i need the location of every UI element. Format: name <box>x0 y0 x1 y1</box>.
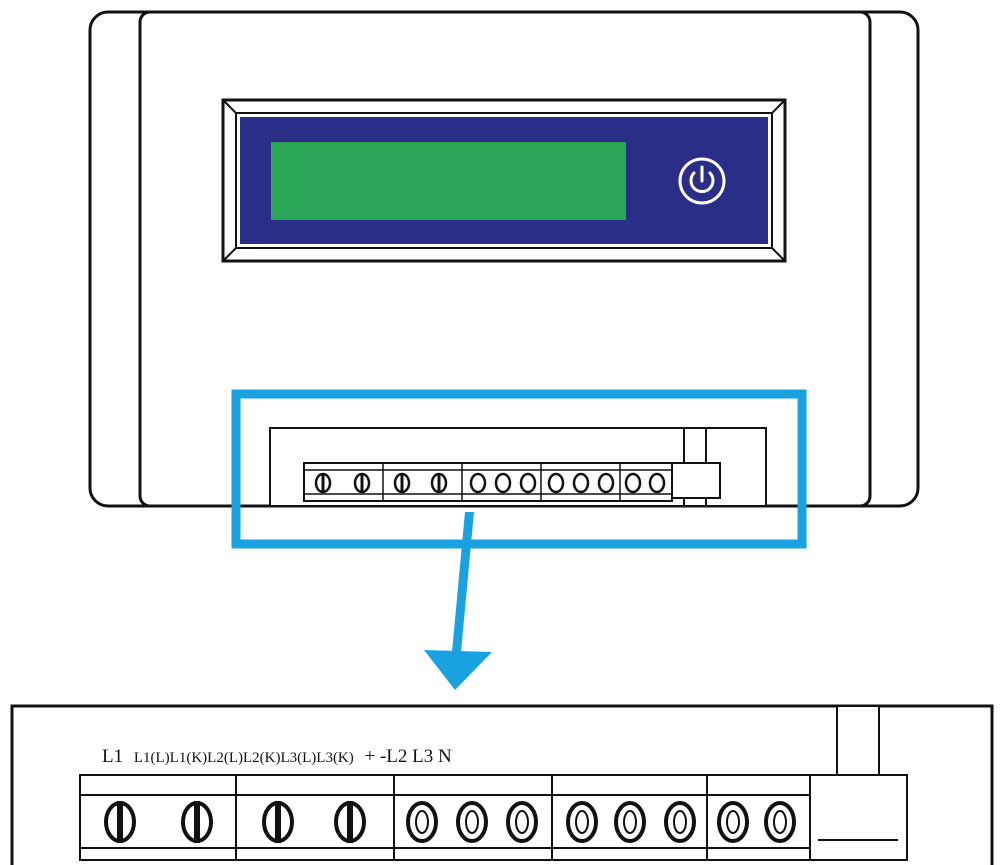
device-terminal-screw <box>393 472 411 494</box>
zoom-arrow <box>424 512 492 690</box>
terminal-screw <box>181 801 213 843</box>
terminal-screw <box>456 801 488 843</box>
device-terminal-screw <box>469 472 487 494</box>
power-icon[interactable] <box>678 157 726 205</box>
terminal-label-rest: + -L2 L3 N <box>365 746 453 767</box>
terminal-screw <box>664 801 696 843</box>
svg-text:L1 L1(L)L1(K)L2(L)L2(K)L: L1 L1(L)L1(K)L2(L)L2(K)L3(L)L3(K) + -L2 … <box>102 746 452 767</box>
terminal-screw <box>262 801 294 843</box>
device-terminal-screw <box>547 472 565 494</box>
display-bezel <box>221 98 787 263</box>
device-terminal-screw <box>597 472 615 494</box>
device-terminal-screw <box>314 472 332 494</box>
device-terminal-screw <box>494 472 512 494</box>
device-terminal-screw <box>353 472 371 494</box>
terminal-screw <box>764 801 796 843</box>
terminal-screw <box>717 801 749 843</box>
terminal-screw <box>566 801 598 843</box>
device-terminal-block <box>269 427 767 507</box>
device-terminal-screw <box>519 472 537 494</box>
device-terminal-screw <box>572 472 590 494</box>
terminal-screw <box>104 801 136 843</box>
terminal-screw <box>406 801 438 843</box>
terminal-label-l1: L1 <box>102 746 123 767</box>
enlarged-terminal-view: L1 L1(L)L1(K)L2(L)L2(K)L3(L)L3(K) + -L2 … <box>10 704 994 865</box>
terminal-screw <box>334 801 366 843</box>
device-terminal-screw <box>430 472 448 494</box>
highlight-frame <box>231 389 807 549</box>
device-terminal-screw <box>624 472 642 494</box>
device-terminal-screw <box>648 472 666 494</box>
terminal-label-inputs: L1(L)L1(K)L2(L)L2(K)L3(L)L3(K) <box>134 750 354 766</box>
terminal-screw <box>614 801 646 843</box>
terminal-screw <box>506 801 538 843</box>
lcd-screen <box>271 142 626 220</box>
